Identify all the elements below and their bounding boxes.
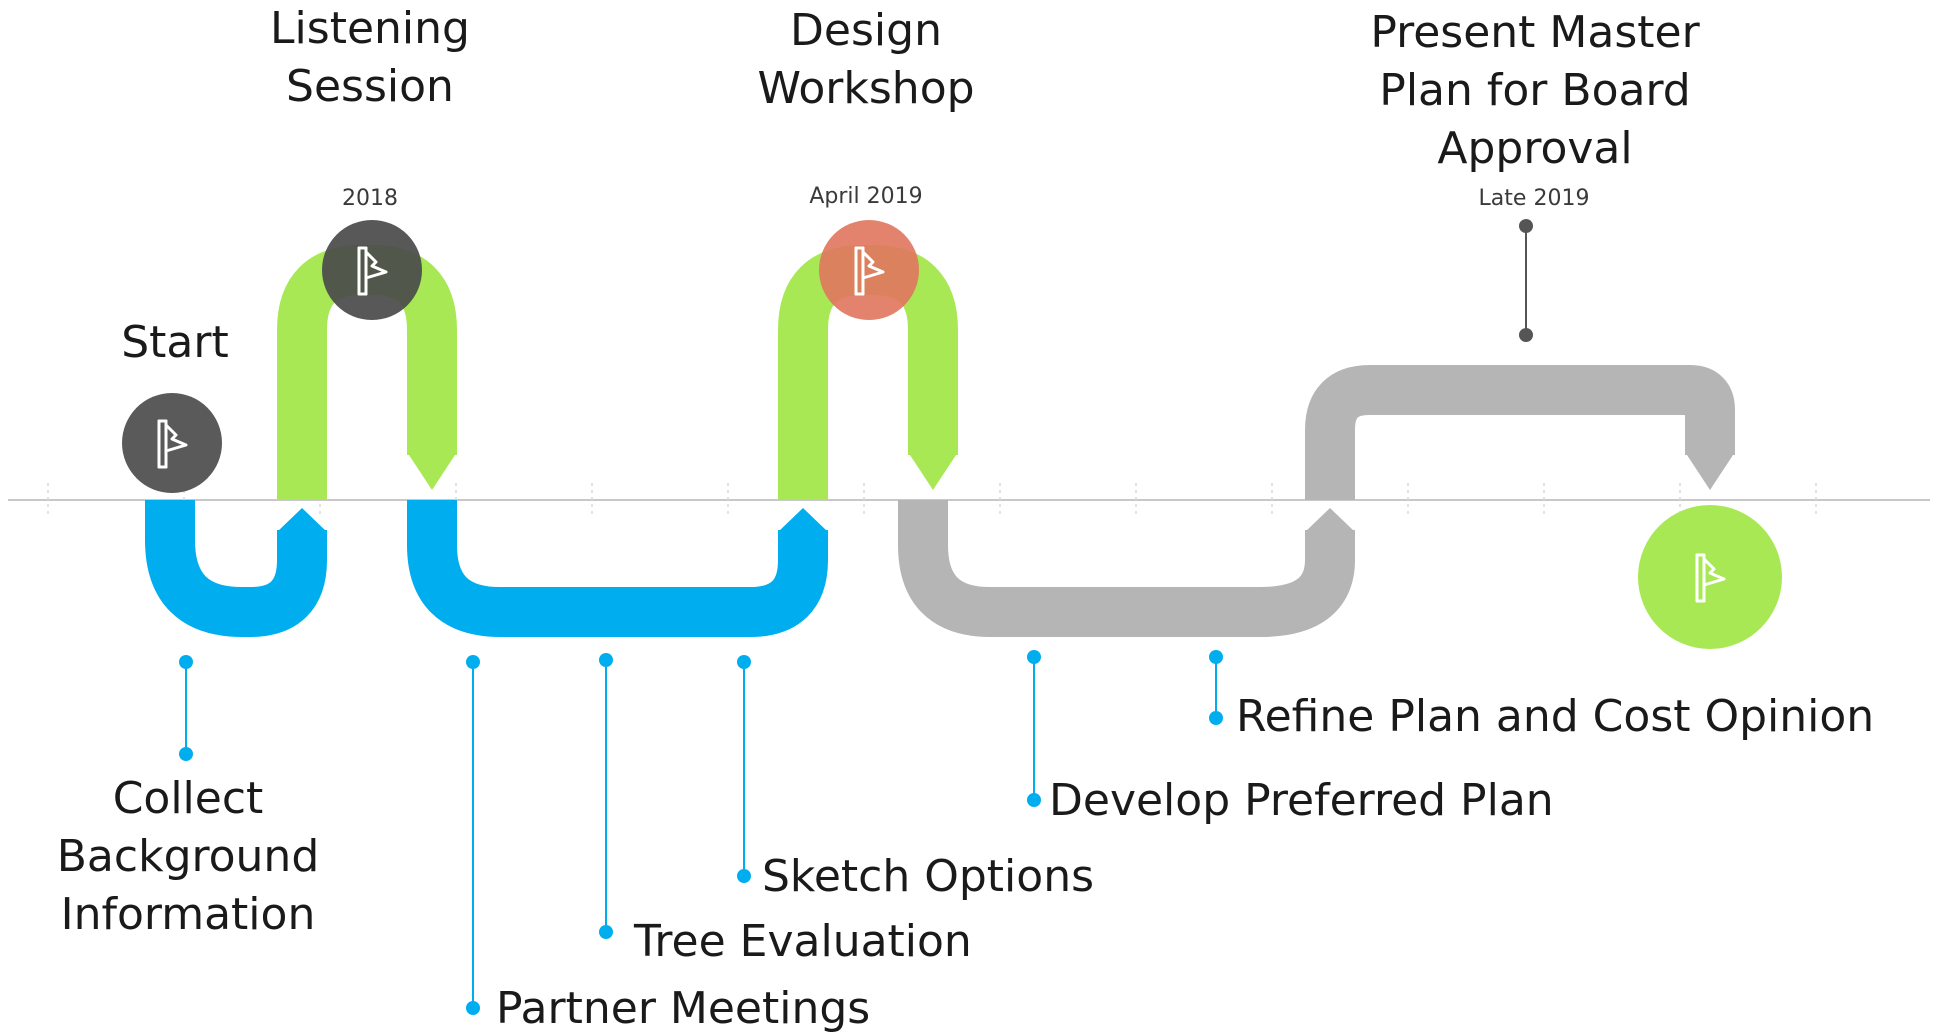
task-tree-label: Tree Evaluation bbox=[634, 916, 972, 967]
milestone-listening-date: 2018 bbox=[342, 186, 398, 211]
task-connector-tree bbox=[599, 653, 613, 939]
milestone-present-label: Present Master Plan for Board Approval bbox=[1370, 7, 1700, 174]
arrow-head-blue-2 bbox=[778, 508, 828, 532]
milestone-design-marker bbox=[819, 220, 919, 320]
milestone-listening-label: Listening Session bbox=[270, 3, 470, 112]
path-segment-blue-2 bbox=[407, 500, 828, 637]
milestone-listening-marker bbox=[322, 220, 422, 320]
milestone-present-pin bbox=[1519, 219, 1533, 342]
arrow-head-green-2 bbox=[908, 452, 958, 490]
path-segment-blue-1 bbox=[145, 500, 327, 637]
milestone-design-label: Design Workshop bbox=[757, 5, 975, 114]
path-segment-gray-1 bbox=[898, 500, 1355, 637]
arrow-head-gray-2 bbox=[1685, 452, 1735, 490]
milestone-design-date: April 2019 bbox=[809, 184, 923, 209]
task-connector-refine bbox=[1209, 650, 1223, 725]
arrow-head-gray-1 bbox=[1305, 508, 1355, 532]
task-refine-label: Refine Plan and Cost Opinion bbox=[1236, 691, 1875, 742]
task-connector-sketch bbox=[737, 655, 751, 883]
task-develop-label: Develop Preferred Plan bbox=[1049, 775, 1554, 826]
path-segment-gray-2 bbox=[1305, 365, 1735, 500]
milestone-end-marker bbox=[1638, 505, 1782, 649]
arrow-head-blue-1 bbox=[277, 508, 327, 532]
milestone-start-marker bbox=[122, 393, 222, 493]
arrow-head-green-1 bbox=[407, 452, 457, 490]
milestone-start-label: Start bbox=[121, 317, 229, 368]
task-connector-partner bbox=[466, 655, 480, 1015]
task-partner-label: Partner Meetings bbox=[496, 983, 871, 1034]
milestone-present-date: Late 2019 bbox=[1478, 186, 1590, 211]
task-collect-label: Collect Background Information bbox=[56, 773, 320, 940]
task-connector-collect bbox=[179, 655, 193, 761]
task-connector-develop bbox=[1027, 650, 1041, 807]
task-sketch-label: Sketch Options bbox=[762, 851, 1094, 902]
